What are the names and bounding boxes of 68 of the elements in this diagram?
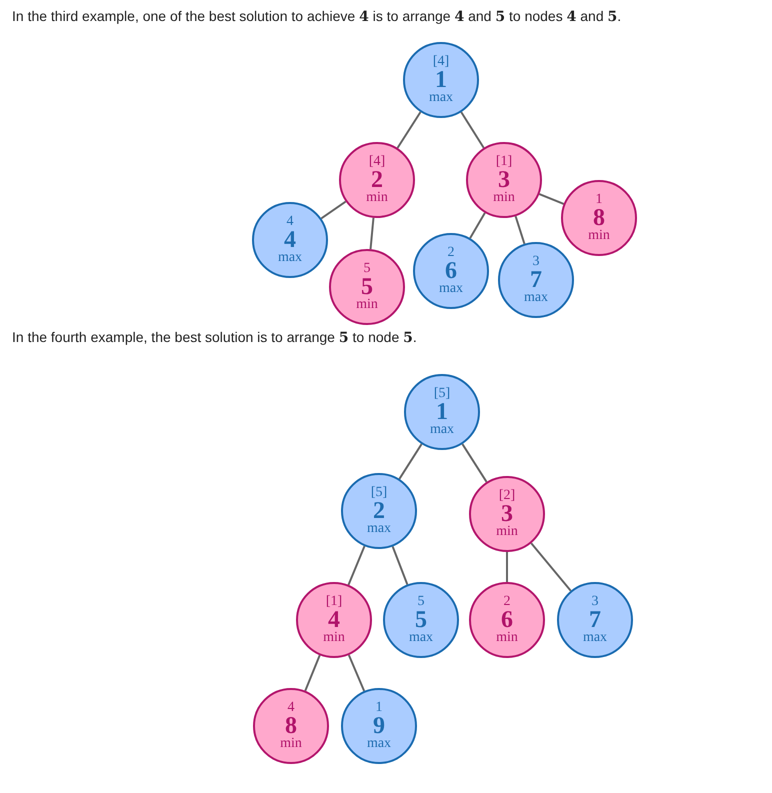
- node-annotation: 5: [364, 262, 370, 276]
- node-number: 5: [415, 608, 427, 632]
- node-type-label: min: [366, 191, 388, 205]
- node-type-label: max: [428, 91, 454, 105]
- node-number: 2: [371, 168, 383, 192]
- node-number: 5: [361, 275, 373, 299]
- node-number: 8: [285, 714, 297, 738]
- node-annotation: 2: [504, 595, 510, 609]
- node-annotation: [1]: [496, 155, 512, 169]
- node-type-label: max: [366, 522, 392, 536]
- node-annotation: 5: [418, 595, 424, 609]
- node-type-label: min: [493, 191, 515, 205]
- tree-edge: [506, 552, 508, 582]
- tree-edge: [320, 200, 346, 220]
- node-annotation: [4]: [432, 55, 450, 69]
- tree-edge: [530, 542, 572, 592]
- tree-edge: [462, 444, 488, 482]
- tree-edge: [348, 546, 366, 586]
- node-type-label: min: [588, 229, 610, 243]
- node-number: 8: [593, 206, 605, 230]
- tree-edge: [538, 193, 564, 205]
- node-annotation: 1: [376, 701, 382, 715]
- node-type-label: min: [496, 631, 518, 645]
- node-number: 4: [328, 608, 340, 632]
- tree-edge: [304, 654, 321, 692]
- tree-edge: [370, 218, 374, 250]
- node-type-label: max: [366, 737, 392, 751]
- node-number: 6: [501, 608, 513, 632]
- node-number: 3: [501, 502, 513, 526]
- node-type-label: min: [356, 298, 378, 312]
- tree-edge: [398, 444, 422, 480]
- node-number: 1: [435, 68, 447, 92]
- node-type-label: max: [430, 423, 454, 437]
- node-number: 4: [284, 228, 296, 252]
- node-type-label: max: [438, 282, 464, 296]
- tree-edge: [348, 654, 366, 692]
- node-annotation: 3: [532, 255, 540, 269]
- tree-edge: [514, 216, 526, 244]
- tree-edge: [469, 212, 486, 239]
- node-annotation: [1]: [326, 595, 342, 609]
- node-type-label: min: [323, 631, 345, 645]
- node-number: 9: [373, 714, 385, 738]
- paragraph-text: In the fourth example, the best solution is to arrange 5 to node 5.: [12, 329, 417, 346]
- node-annotation: 2: [448, 246, 454, 260]
- node-annotation: 3: [592, 595, 598, 609]
- node-type-label: min: [496, 525, 518, 539]
- tree-edge: [392, 546, 408, 585]
- node-number: 7: [589, 608, 601, 632]
- node-annotation: 4: [288, 701, 294, 715]
- node-annotation: [5]: [370, 486, 388, 500]
- node-type-label: min: [280, 737, 302, 751]
- tree-edge: [396, 111, 422, 149]
- node-number: 6: [445, 259, 457, 283]
- paragraph-text: In the third example, one of the best solution to achieve 4 is to arrange 4 and 5 to nodes 4 and 5.: [12, 8, 622, 25]
- node-number: 7: [530, 268, 542, 292]
- node-annotation: 1: [596, 193, 602, 207]
- node-annotation: [4]: [368, 155, 386, 169]
- node-annotation: 4: [286, 215, 294, 229]
- node-type-label: max: [278, 251, 302, 265]
- node-type-label: max: [524, 291, 548, 305]
- node-annotation: [2]: [498, 489, 516, 503]
- node-type-label: max: [582, 631, 608, 645]
- tree-edge: [460, 112, 485, 148]
- node-annotation: [5]: [434, 387, 450, 401]
- node-number: 2: [373, 499, 385, 523]
- node-type-label: max: [408, 631, 434, 645]
- node-number: 3: [498, 168, 510, 192]
- node-number: 1: [436, 400, 448, 424]
